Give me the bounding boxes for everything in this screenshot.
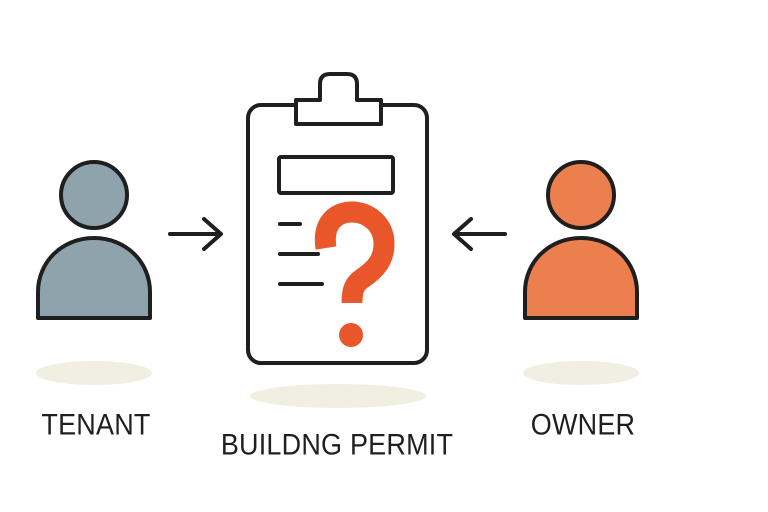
tenant-label: TENANT bbox=[41, 408, 151, 442]
tenant-head bbox=[59, 160, 129, 230]
tenant-person-icon bbox=[36, 160, 152, 320]
clipboard-text-lines bbox=[278, 222, 324, 286]
clipboard-board bbox=[246, 103, 429, 365]
owner-shadow bbox=[523, 361, 639, 385]
owner-label: OWNER bbox=[530, 408, 636, 442]
clipboard-clip bbox=[294, 72, 383, 126]
owner-head bbox=[546, 160, 616, 230]
tenant-body bbox=[36, 236, 152, 320]
clipboard-title-box bbox=[277, 155, 395, 195]
arrow-right-icon bbox=[168, 217, 223, 251]
building-permit-label: BUILDNG PERMIT bbox=[220, 428, 454, 462]
tenant-shadow bbox=[36, 361, 152, 385]
permit-shadow bbox=[250, 384, 426, 408]
clipboard-icon bbox=[246, 72, 429, 365]
owner-person-icon bbox=[523, 160, 639, 320]
question-mark-icon bbox=[314, 201, 395, 347]
arrow-left-icon bbox=[452, 217, 507, 251]
owner-body bbox=[523, 236, 639, 320]
